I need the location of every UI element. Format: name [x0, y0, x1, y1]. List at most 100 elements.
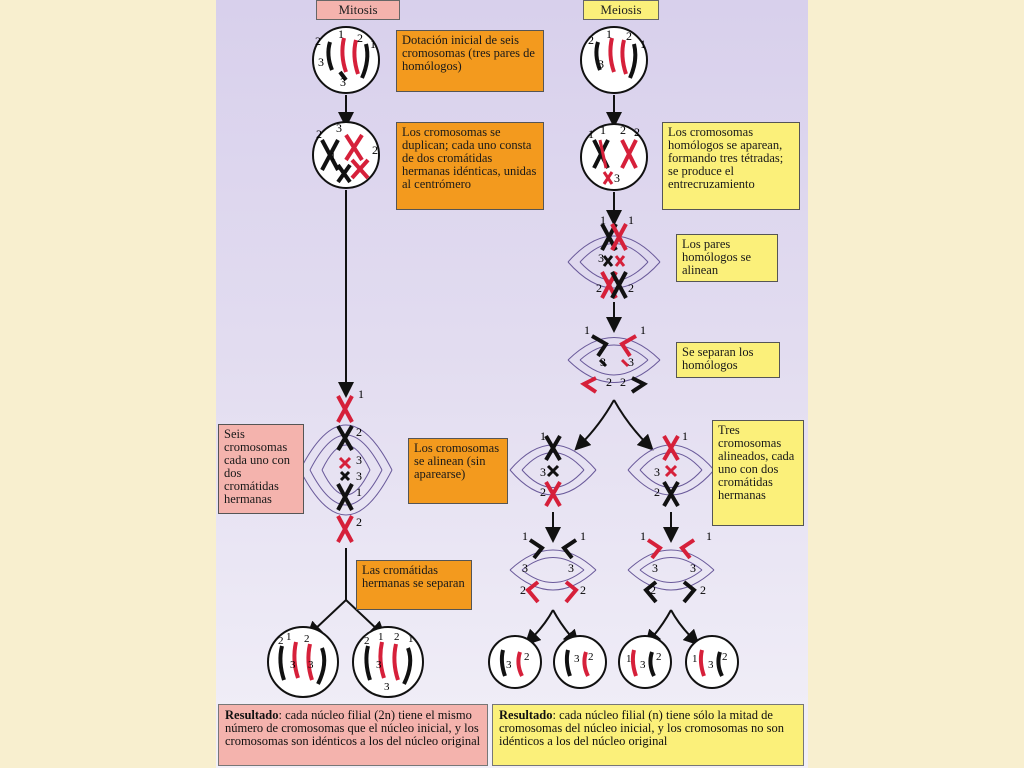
chrom-label: 3: [568, 561, 574, 575]
chrom-label: 3: [336, 121, 342, 135]
chrom-label: 3: [540, 465, 546, 479]
chrom-label: 1: [600, 123, 606, 137]
mitosis-cell-duplicated: 2 3 2 1: [312, 121, 380, 189]
chrom-label: 2: [620, 375, 626, 389]
meiosis-daughter-3: 1 3 2: [618, 635, 672, 689]
chrom-label: 2: [364, 635, 370, 647]
chrom-label: 3: [356, 453, 362, 467]
mitosis-metaphase: 1 2 3 3 1 2: [299, 387, 393, 543]
meiosis-metaphase-2-right: 1 3 2: [627, 429, 715, 508]
chrom-label: 2: [580, 583, 586, 597]
meiosis-daughter-2: 3 2: [553, 635, 607, 689]
note-separan-cromatidas: Las cromátidas hermanas se separan: [356, 560, 472, 610]
chrom-label: 3: [290, 659, 296, 671]
chrom-label: 3: [652, 561, 658, 575]
meiosis-anaphase-2-right: 1 1 3 3 2 2: [627, 529, 715, 604]
meiosis-anaphase-2-left: 1 1 3 3 2 2: [509, 529, 597, 604]
mitosis-daughter-1: 2 1 2 3 3: [267, 626, 339, 698]
chrom-label: 1: [330, 149, 336, 163]
note-duplican: Los cromosomas se duplican; cada uno con…: [396, 122, 544, 210]
chrom-label: 2: [540, 485, 546, 499]
chrom-label: 2: [628, 281, 634, 295]
chrom-label: 3: [376, 659, 382, 671]
meiosis-header: Meiosis: [583, 0, 659, 20]
chrom-label: 2: [588, 651, 594, 663]
result-label: Resultado: [499, 708, 553, 722]
chrom-label: 3: [356, 469, 362, 483]
chrom-label: 3: [574, 653, 580, 665]
chrom-label: 1: [540, 429, 546, 443]
chrom-label: 2: [394, 631, 400, 643]
chrom-label: 3: [640, 659, 646, 671]
chrom-label: 1: [600, 213, 606, 227]
chrom-label: 3: [340, 75, 346, 89]
chrom-label: 2: [520, 583, 526, 597]
chrom-label: 2: [316, 127, 322, 141]
chrom-label: 1: [522, 529, 528, 543]
chrom-label: 3: [598, 57, 604, 71]
chrom-label: 2: [606, 375, 612, 389]
note-dotacion: Dotación inicial de seis cromosomas (tre…: [396, 30, 544, 92]
note-tres-cromosomas: Tres cromosomas alineados, cada uno con …: [712, 420, 804, 526]
chrom-label: 1: [358, 387, 364, 401]
chrom-label: 3: [522, 561, 528, 575]
chrom-label: 1: [692, 653, 698, 665]
chrom-label: 1: [580, 529, 586, 543]
chrom-label: 2: [357, 31, 363, 45]
meiosis-daughter-4: 1 3 2: [685, 635, 739, 689]
mitosis-daughter-2: 2 1 2 1 3 3: [352, 626, 424, 698]
chrom-label: 2: [626, 29, 632, 43]
chrom-label: 3: [308, 659, 314, 671]
result-meiosis: Resultado: cada núcleo filial (n) tiene …: [492, 704, 804, 766]
chrom-label: 2: [634, 125, 640, 139]
chrom-label: 1: [640, 529, 646, 543]
meiosis-metaphase-1: 1 1 3 2 2: [567, 213, 661, 299]
chrom-label: 2: [304, 633, 310, 645]
chrom-label: 2: [372, 143, 378, 157]
chrom-label: 1: [584, 323, 590, 337]
note-seis-cromosomas: Seis cromosomas cada uno con dos cromáti…: [218, 424, 304, 514]
note-separan-homologos: Se separan los homólogos: [676, 342, 780, 378]
chrom-label: 1: [286, 631, 292, 643]
meiosis-metaphase-2-left: 1 3 2: [509, 429, 597, 508]
chrom-label: 1: [408, 633, 414, 645]
mitosis-header: Mitosis: [316, 0, 400, 20]
chrom-label: 2: [596, 281, 602, 295]
chrom-label: 3: [708, 659, 714, 671]
chrom-label: 2: [700, 583, 706, 597]
chrom-label: 2: [315, 34, 321, 48]
chrom-label: 3: [600, 355, 606, 369]
chrom-label: 1: [370, 37, 376, 51]
chrom-label: 3: [384, 681, 390, 693]
chrom-label: 2: [356, 515, 362, 529]
note-aparean: Los cromosomas homólogos se aparean, for…: [662, 122, 800, 210]
chrom-label: 2: [654, 485, 660, 499]
chrom-label: 3: [614, 171, 620, 185]
result-mitosis: Resultado: cada núcleo filial (2n) tiene…: [218, 704, 488, 766]
meiosis-cell-initial: 2 1 2 1 3: [580, 26, 648, 94]
chrom-label: 2: [278, 635, 284, 647]
chrom-label: 3: [654, 465, 660, 479]
chrom-label: 1: [588, 127, 594, 141]
chrom-label: 3: [318, 55, 324, 69]
chrom-label: 1: [628, 213, 634, 227]
chrom-label: 2: [722, 651, 728, 663]
chrom-label: 1: [640, 323, 646, 337]
chrom-label: 2: [356, 425, 362, 439]
chrom-label: 1: [706, 529, 712, 543]
result-text: : cada núcleo filial (n) tiene sólo la m…: [499, 708, 785, 748]
result-label: Resultado: [225, 708, 279, 722]
chrom-label: 2: [588, 33, 594, 47]
chrom-label: 1: [640, 37, 646, 51]
chrom-label: 1: [682, 429, 688, 443]
chrom-label: 3: [598, 251, 604, 265]
note-pares-alinean: Los pares homólogos se alinean: [676, 234, 778, 282]
chrom-label: 2: [524, 651, 530, 663]
chrom-label: 3: [628, 355, 634, 369]
chrom-label: 3: [506, 659, 512, 671]
chrom-label: 1: [606, 27, 612, 41]
chrom-label: 1: [626, 653, 632, 665]
note-alinean: Los cromosomas se alinean (sin aparearse…: [408, 438, 508, 504]
chrom-label: 2: [620, 123, 626, 137]
